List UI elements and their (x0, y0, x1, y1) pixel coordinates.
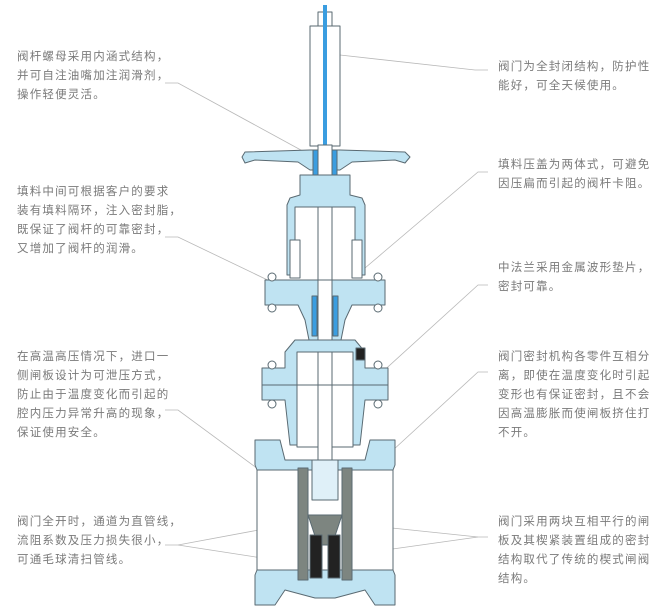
note-line: 因压扁而引起的阀杆卡阻。 (498, 176, 650, 190)
note-line: 流阻系数及压力损失很小， (17, 533, 170, 547)
wedge-lower-right (327, 534, 341, 579)
leader-line-packing (165, 236, 306, 299)
note-line: 结构。 (498, 571, 537, 585)
note-line: 变形也有保证密封，且不会 (498, 387, 650, 401)
note-enclosed: 阀门为全封闭结构，防护性 能好，可全天候使用。 (498, 57, 650, 95)
packing-gland-right (351, 239, 363, 279)
valve (241, 5, 411, 606)
bolt (373, 360, 383, 370)
bolt (267, 399, 277, 409)
wedge-lower-left (309, 534, 323, 579)
bolt (267, 272, 277, 282)
note-line: 填料中间可根据客户的要求 (17, 184, 170, 198)
packing-left (311, 295, 318, 337)
packing-right (332, 295, 339, 337)
note-line: 不开。 (498, 425, 537, 439)
bolt (373, 399, 383, 409)
note-line: 阀门全开时，通道为直管线， (17, 514, 183, 528)
note-line: 因高温膨胀而使闸板挤住打 (498, 406, 650, 420)
yoke (286, 174, 366, 276)
note-line: 侧闸板设计为可泄压方式， (17, 368, 170, 382)
leader-line-gland (364, 171, 488, 269)
note-seal-mechanism: 阀门密封机构各零件互相分 离，即使在温度变化时引起 变形也有保证密封，且不会 因… (498, 347, 650, 442)
note-stem-nut: 阀杆螺母采用内涵式结构， 并可自注油嘴加注润滑剂， 操作轻便灵活。 (17, 47, 169, 104)
note-line: 又增加了阀杆的润滑。 (17, 241, 144, 255)
note-line: 阀门为全封闭结构，防护性 (498, 59, 650, 73)
note-parallel-gates: 阀门采用两块互相平行的闸 板及其楔紧装置组成的密封 结构取代了传统的楔式闸阀 结… (498, 512, 650, 588)
note-line: 密封可靠。 (498, 279, 562, 293)
bolt (373, 272, 383, 282)
note-packing: 填料中间可根据客户的要求 装有填料隔环，注入密封脂， 既保证了阀杆的可靠密封， … (17, 182, 182, 258)
leader-line-gasket (367, 284, 488, 386)
note-line: 阀门采用两块互相平行的闸 (498, 514, 650, 528)
note-line: 阀门密封机构各零件互相分 (498, 349, 650, 363)
note-gasket: 中法兰采用金属波形垫片， 密封可靠。 (498, 258, 650, 296)
bolt (267, 360, 277, 370)
bolt (267, 303, 277, 313)
note-line: 结构取代了传统的楔式闸阀 (498, 552, 650, 566)
leader-line-stem-nut (165, 82, 311, 156)
gate-left (297, 467, 309, 581)
stem (323, 5, 327, 150)
relief-plug (355, 347, 366, 361)
note-line: 在高温高压情况下，进口一 (17, 349, 170, 363)
note-line: 可通毛球清扫管线。 (17, 552, 132, 566)
note-line: 能好，可全天候使用。 (498, 78, 625, 92)
note-full-bore: 阀门全开时，通道为直管线， 流阻系数及压力损失很小， 可通毛球清扫管线。 (17, 512, 182, 569)
note-gland: 填料压盖为两体式，可避免 因压扁而引起的阀杆卡阻。 (498, 155, 650, 193)
note-line: 操作轻便灵活。 (17, 87, 106, 101)
note-line: 离，即使在温度变化时引起 (498, 368, 650, 382)
note-line: 既保证了阀杆的可靠密封， (17, 222, 170, 236)
note-line: 防止由于温度变化而引起的 (17, 387, 170, 401)
note-line: 装有填料隔环，注入密封脂， (17, 203, 183, 217)
note-line: 中法兰采用金属波形垫片， (498, 260, 650, 274)
note-line: 并可自注油嘴加注润滑剂， (17, 68, 170, 82)
leader-line-enclosed (339, 54, 488, 71)
note-pressure-relief: 在高温高压情况下，进口一 侧闸板设计为可泄压方式， 防止由于温度变化而引起的 腔… (17, 347, 169, 442)
note-line: 阀杆螺母采用内涵式结构， (17, 49, 170, 63)
bolt (373, 303, 383, 313)
gate-right (341, 467, 353, 581)
note-line: 板及其楔紧装置组成的密封 (498, 533, 650, 547)
packing-gland-left (289, 239, 301, 279)
note-line: 腔内压力异常升高的现象， (17, 406, 170, 420)
note-line: 保证使用安全。 (17, 425, 106, 439)
wedge-assembly (311, 459, 339, 501)
note-line: 填料压盖为两体式，可避免 (498, 157, 650, 171)
